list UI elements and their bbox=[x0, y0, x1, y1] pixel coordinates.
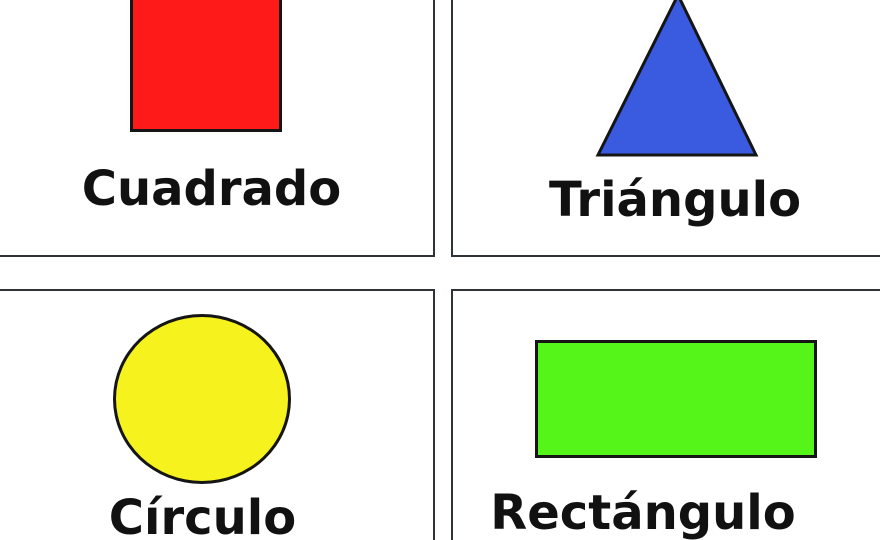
triangle-label: Triángulo bbox=[548, 172, 802, 228]
triangle-shape bbox=[595, 0, 759, 157]
square-label: Cuadrado bbox=[81, 161, 342, 217]
circle-label: Círculo bbox=[108, 490, 297, 540]
square-icon bbox=[130, 0, 282, 132]
rectangle-label: Rectángulo bbox=[490, 485, 796, 540]
rectangle-icon bbox=[535, 340, 817, 458]
circle-icon bbox=[113, 314, 291, 484]
triangle-icon bbox=[595, 0, 759, 157]
